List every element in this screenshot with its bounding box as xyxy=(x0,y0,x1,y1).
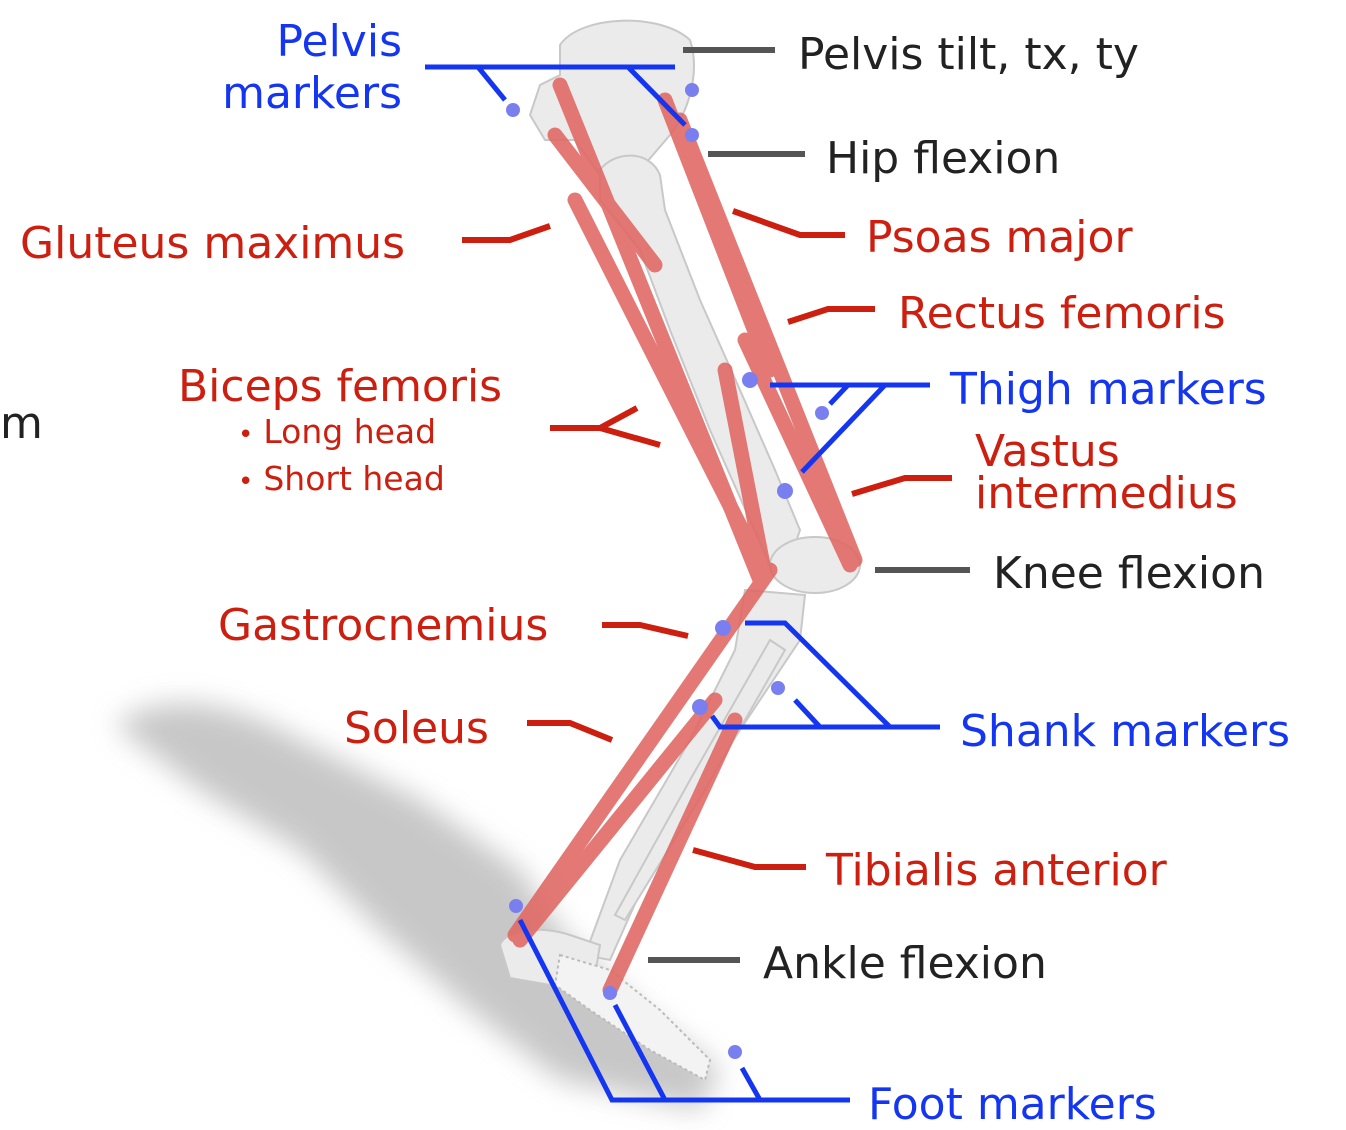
biceps-leader xyxy=(550,428,660,445)
biceps-femoris-label: Biceps femoris xyxy=(178,365,502,409)
biceps-femoris-heads-list: Long head Short head xyxy=(238,410,445,504)
biceps-short-head-item: Short head xyxy=(238,457,445,504)
left-edge-fragment: m xyxy=(0,402,43,446)
pelvis-marker-dot xyxy=(685,83,699,97)
pelvis-markers-line-1: Pelvis xyxy=(222,20,402,64)
thigh-marker-dot xyxy=(742,372,758,388)
shank-marker-dot xyxy=(771,681,785,695)
knee-flexion-label: Knee flexion xyxy=(993,552,1265,596)
thigh-markers-label: Thigh markers xyxy=(950,368,1267,412)
gastrocnemius-label: Gastrocnemius xyxy=(218,604,548,648)
vastus-leader xyxy=(852,478,952,494)
foot-marker-dot xyxy=(603,986,617,1000)
rectus-femoris-label: Rectus femoris xyxy=(898,292,1226,336)
psoas-leader xyxy=(733,211,845,235)
gluteus-leader xyxy=(462,226,550,240)
pelvis-marker-dot xyxy=(685,128,699,142)
soleus-leader xyxy=(527,723,612,740)
gluteus-maximus-label: Gluteus maximus xyxy=(20,222,405,266)
pelvis-markers-line-2: markers xyxy=(222,72,402,116)
shank-marker-dot xyxy=(692,699,708,715)
vastus-line-2: intermedius xyxy=(975,472,1238,516)
vastus-intermedius-label: Vastus intermedius xyxy=(975,430,1238,516)
tibialis-anterior-label: Tibialis anterior xyxy=(826,849,1167,893)
gastrocnemius-leader xyxy=(602,625,688,636)
foot-markers-label: Foot markers xyxy=(868,1083,1157,1127)
shank-markers-label: Shank markers xyxy=(960,710,1290,754)
foot-marker-dot xyxy=(728,1045,742,1059)
foot-marker-dot xyxy=(509,899,523,913)
pelvis-joint-label: Pelvis tilt, tx, ty xyxy=(798,33,1139,77)
thigh-marker-dot xyxy=(815,406,829,420)
pelvis-marker-dot xyxy=(506,103,520,117)
thigh-marker-dot xyxy=(777,483,793,499)
ankle-flexion-label: Ankle flexion xyxy=(763,942,1047,986)
soleus-label: Soleus xyxy=(344,707,489,751)
hip-flexion-label: Hip flexion xyxy=(826,137,1060,181)
pelvis-markers-label: Pelvis markers xyxy=(222,20,402,116)
rectus-leader xyxy=(788,309,875,322)
tibialis-leader xyxy=(693,850,806,867)
psoas-major-label: Psoas major xyxy=(866,216,1133,260)
biceps-long-head-item: Long head xyxy=(238,410,445,457)
shank-marker-dot xyxy=(715,620,731,636)
